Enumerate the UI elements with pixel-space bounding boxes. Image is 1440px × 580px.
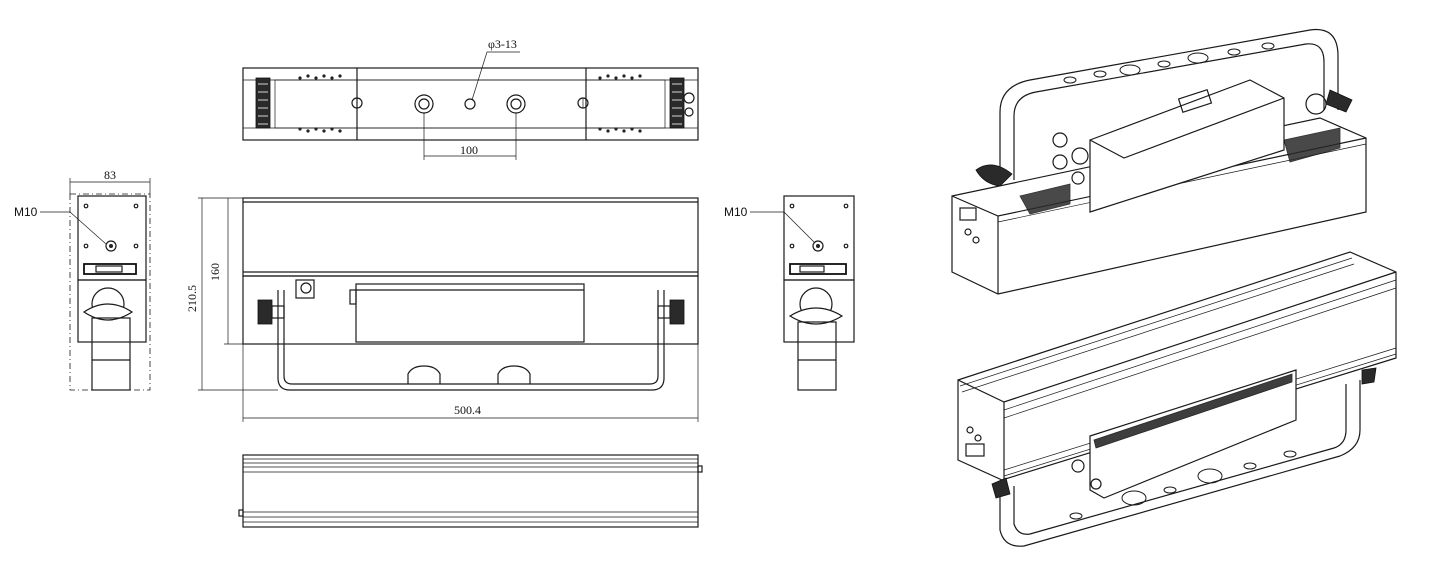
hole-spec-label: φ3-13 [488,37,517,51]
side-width-label: 83 [104,168,116,182]
top-vent-dots [298,74,642,133]
top-mounting-holes [351,94,589,114]
front-width-label: 500.4 [454,403,481,417]
left-thread-label: M10 [14,205,38,219]
hole-spacing-label: 100 [460,143,478,157]
bottom-view [238,454,703,528]
total-height-label: 210.5 [185,285,199,312]
body-height-label: 160 [208,263,222,281]
front-left-knob [257,299,285,325]
left-side-view: 83 M10 [14,168,151,391]
right-thread-label: M10 [724,205,748,219]
right-end-fins [669,77,695,129]
front-view: 160 210.5 500.4 [185,197,699,422]
front-right-knob [657,299,685,325]
left-end-fins [255,77,271,129]
isometric-view-bottom [957,251,1397,547]
top-view: φ3-13 100 [242,37,699,160]
right-side-view: M10 [724,195,855,391]
isometric-view-top [951,28,1367,295]
